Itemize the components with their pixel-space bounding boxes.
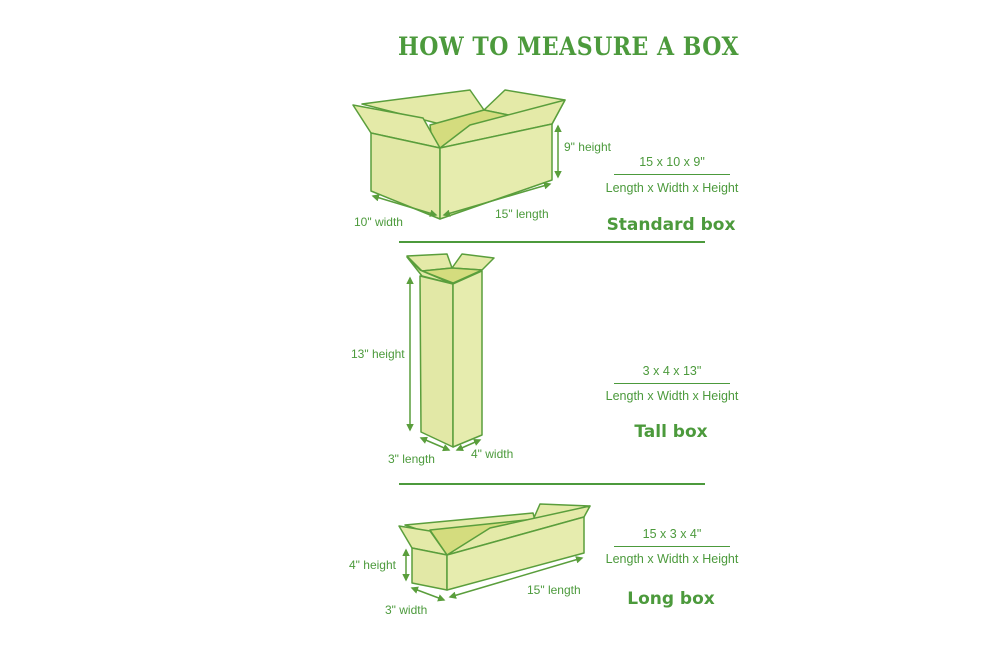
long-box-illustration bbox=[398, 503, 591, 602]
tall-width-label: 4" width bbox=[471, 447, 514, 461]
section-divider bbox=[399, 241, 705, 243]
tall-length-label: 3" length bbox=[388, 452, 435, 466]
tall-box-illustration bbox=[406, 253, 495, 452]
page-title: HOW TO MEASURE A BOX bbox=[398, 32, 740, 62]
standard-box-name: Standard box bbox=[606, 215, 736, 235]
tall-fraction-rule bbox=[614, 383, 730, 384]
section-divider bbox=[399, 483, 705, 485]
standard-formula: Length x Width x Height bbox=[605, 181, 739, 195]
long-formula: Length x Width x Height bbox=[605, 552, 739, 566]
standard-length-label: 15" length bbox=[495, 207, 549, 221]
long-width-label: 3" width bbox=[385, 603, 428, 617]
standard-height-label: 9" height bbox=[564, 140, 611, 154]
tall-dimensions: 3 x 4 x 13" bbox=[642, 364, 702, 378]
standard-dimensions: 15 x 10 x 9" bbox=[639, 155, 705, 169]
standard-fraction-rule bbox=[614, 174, 730, 175]
long-length-label: 15" length bbox=[527, 583, 581, 597]
long-height-label: 4" height bbox=[349, 558, 396, 572]
standard-box-illustration bbox=[352, 89, 566, 220]
long-box-name: Long box bbox=[627, 589, 715, 609]
long-fraction-rule bbox=[614, 546, 730, 547]
tall-box-name: Tall box bbox=[634, 422, 708, 442]
standard-width-label: 10" width bbox=[354, 215, 403, 229]
long-dimensions: 15 x 3 x 4" bbox=[642, 527, 702, 541]
tall-height-label: 13" height bbox=[351, 347, 405, 361]
tall-formula: Length x Width x Height bbox=[605, 389, 739, 403]
